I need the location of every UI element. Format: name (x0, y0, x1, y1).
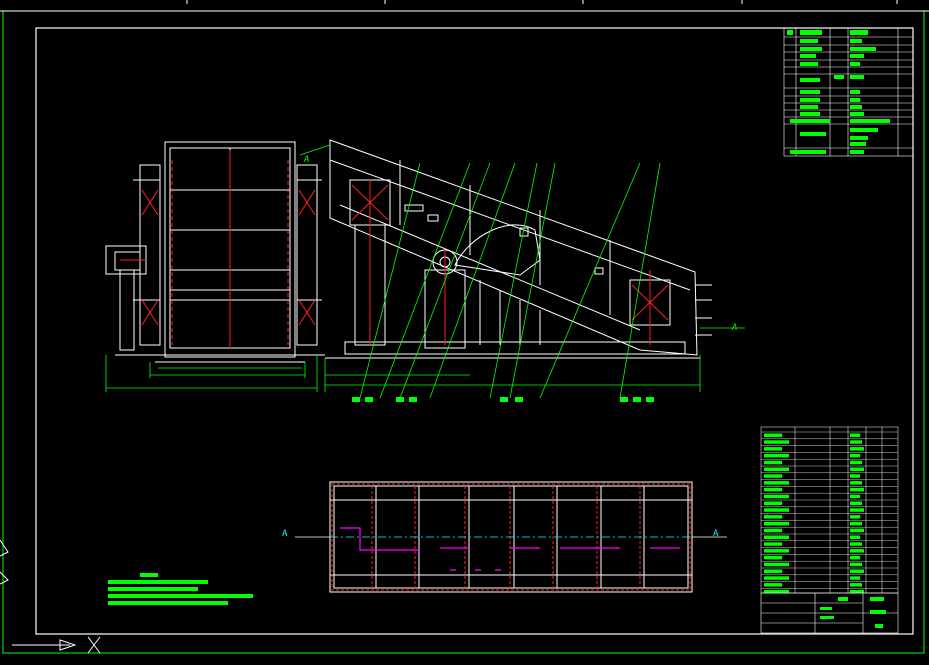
bom-row-cell (764, 555, 782, 560)
bom-row-cell (764, 467, 789, 471)
bom-row-cell (764, 515, 782, 519)
bom-row-cell (764, 569, 782, 573)
bom-row-cell (850, 562, 862, 567)
bom-row-cell (850, 447, 864, 451)
bom-row-cell (850, 508, 864, 512)
bom-row-cell (850, 589, 864, 594)
top-ticks (186, 0, 898, 4)
bom-row-cell (764, 440, 789, 444)
bom-row-cell (764, 494, 789, 499)
parts-list-fill (787, 30, 890, 154)
bom-row-cell (764, 453, 789, 458)
bom-row-cell (764, 562, 789, 567)
bom-row-cell (764, 447, 782, 451)
end-view-dimensions (105, 355, 318, 392)
bom-row-cell (764, 460, 782, 465)
bom-row-cell (764, 501, 782, 505)
bom-row-cell (850, 549, 864, 553)
bom-row-cell (850, 515, 860, 519)
bom-row-cell (764, 521, 789, 526)
bom-row-cell (850, 481, 862, 485)
end-view-red-lines (120, 150, 316, 348)
section-aa-magenta (340, 527, 680, 571)
bom-row-cell (850, 583, 862, 587)
bom-row-cell (850, 555, 860, 560)
bom-row-cell (764, 576, 789, 580)
bom-row-cell (850, 467, 864, 471)
bom-row-cell (764, 487, 782, 492)
bom-row-cell (764, 433, 782, 437)
bom-row-cell (850, 521, 862, 526)
bom-row-cell (764, 528, 782, 533)
parts-list-table[interactable] (783, 27, 914, 157)
bom-row-cell (850, 494, 860, 499)
inner-frame (35, 27, 914, 635)
side-view[interactable] (325, 139, 712, 359)
end-view[interactable] (105, 141, 325, 363)
bom-row-cell (764, 481, 789, 485)
bom-row-cell (850, 528, 864, 533)
bom-row-cell (850, 440, 862, 444)
bom-row-cell (764, 508, 789, 512)
section-marker-top: A (303, 155, 309, 165)
bom-row-cell (850, 487, 864, 492)
bom-row-cell (850, 542, 862, 546)
bom-row-cell (850, 501, 862, 505)
section-marker-right: A (731, 323, 737, 333)
technical-notes (108, 573, 253, 605)
bom-row-cell (764, 583, 782, 587)
bom-row-cell (850, 576, 860, 580)
side-view-balloon-labels (352, 397, 654, 402)
bom-row-cell (764, 535, 789, 539)
title-block-fill (820, 597, 886, 628)
bom-row-cell (764, 542, 782, 546)
bom-row-cell (850, 535, 860, 539)
bom-row-cell (850, 474, 860, 478)
bom-row-cell (850, 460, 862, 465)
section-marker-right-aa: A (713, 529, 719, 539)
bom-row-cell (850, 433, 860, 437)
outer-frame (0, 10, 929, 654)
ucs-icon (12, 636, 101, 654)
bom-row-cell (850, 453, 860, 458)
bom-row-cell (764, 549, 789, 553)
section-marker-left: A (282, 529, 288, 539)
left-edge-arrows (0, 539, 9, 585)
side-view-green-leaders (299, 144, 745, 399)
bom-row-cell (764, 589, 789, 594)
bom-row-cell (764, 474, 782, 478)
bom-row-cell (850, 569, 864, 573)
bom-rows (761, 431, 898, 594)
